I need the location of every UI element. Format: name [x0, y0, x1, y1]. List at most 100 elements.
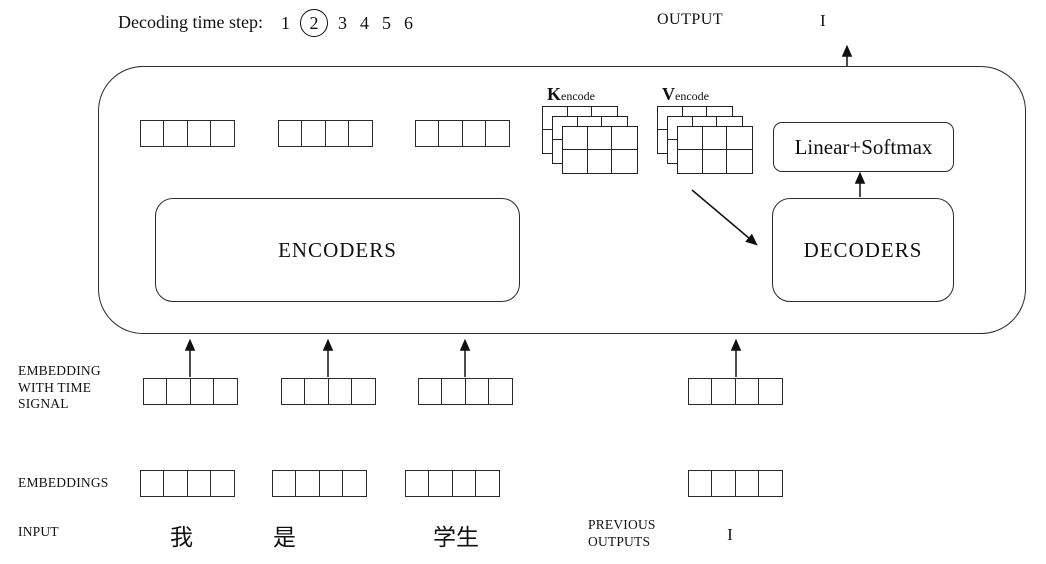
- v-encode-label: Vencode: [662, 84, 709, 105]
- time-signal-vector-4: [688, 378, 784, 405]
- vector-cell: [272, 470, 297, 497]
- previous-outputs-line-1: PREVIOUS: [588, 517, 656, 532]
- embedding-vector-2: [272, 470, 368, 497]
- vector-cell: [324, 120, 350, 147]
- encoder-output-vector-2: [278, 120, 374, 147]
- vector-cell: [438, 120, 464, 147]
- vector-cell: [451, 470, 477, 497]
- vector-cell: [140, 120, 165, 147]
- vector-cell: [163, 120, 189, 147]
- vector-cell: [186, 470, 212, 497]
- vector-cell: [210, 470, 236, 497]
- vector-cell: [485, 120, 511, 147]
- vector-cell: [758, 378, 784, 405]
- encoders-label: ENCODERS: [278, 237, 397, 262]
- matrix-cell: [563, 150, 588, 173]
- matrix-cell: [678, 127, 703, 150]
- step-1: 1: [281, 13, 290, 33]
- vector-cell: [210, 120, 236, 147]
- encoder-output-vector-1: [140, 120, 236, 147]
- vector-cell: [295, 470, 321, 497]
- v-letter: V: [662, 84, 675, 104]
- matrix-cell: [612, 150, 637, 173]
- time-signal-vector-1: [143, 378, 239, 405]
- matrix-cell: [612, 127, 637, 150]
- vector-cell: [163, 470, 189, 497]
- vector-cell: [166, 378, 192, 405]
- linear-softmax-label: Linear+Softmax: [794, 134, 933, 159]
- vector-cell: [301, 120, 327, 147]
- time-signal-vector-3: [418, 378, 514, 405]
- input-token-3: 学生: [433, 525, 479, 550]
- vector-cell: [734, 378, 760, 405]
- step-5: 5: [382, 13, 391, 33]
- vector-cell: [327, 378, 353, 405]
- matrix-layer: [677, 126, 753, 174]
- v-encode-matrix-stack: [657, 106, 755, 176]
- vector-cell: [415, 120, 440, 147]
- decoding-time-step-label: Decoding time step:: [118, 12, 263, 32]
- vector-cell: [281, 378, 306, 405]
- k-encode-matrix-stack: [542, 106, 640, 176]
- vector-cell: [758, 470, 784, 497]
- vector-cell: [278, 120, 303, 147]
- vector-cell: [304, 378, 330, 405]
- vector-cell: [143, 378, 168, 405]
- vector-cell: [351, 378, 377, 405]
- encoder-output-vector-3: [415, 120, 511, 147]
- vector-cell: [711, 378, 737, 405]
- vector-cell: [688, 470, 713, 497]
- vector-cell: [441, 378, 467, 405]
- matrix-cell: [563, 127, 588, 150]
- matrix-cell: [587, 127, 613, 150]
- matrix-cell: [588, 150, 613, 173]
- step-6: 6: [404, 13, 413, 33]
- vector-cell: [464, 378, 490, 405]
- decoders-label: DECODERS: [803, 237, 923, 262]
- vector-cell: [428, 470, 454, 497]
- vector-cell: [475, 470, 501, 497]
- embedding-vector-1: [140, 470, 236, 497]
- step-4: 4: [360, 13, 369, 33]
- vector-cell: [213, 378, 239, 405]
- vector-cell: [461, 120, 487, 147]
- input-token-1: 我: [170, 525, 193, 550]
- vector-cell: [688, 378, 713, 405]
- vector-cell: [711, 470, 737, 497]
- input-token-2: 是: [273, 525, 296, 550]
- vector-cell: [488, 378, 514, 405]
- matrix-layer: [562, 126, 638, 174]
- decoders-box: DECODERS: [772, 198, 954, 302]
- embedding-time-line-2: WITH TIME: [18, 379, 92, 395]
- k-letter: K: [547, 84, 562, 104]
- vector-cell: [140, 470, 165, 497]
- k-encode-label: Kencode: [547, 84, 595, 105]
- k-subscript: encode: [561, 89, 595, 103]
- matrix-cell: [727, 127, 752, 150]
- previous-outputs-label: PREVIOUS OUTPUTS: [588, 517, 656, 550]
- vector-cell: [734, 470, 760, 497]
- embedding-with-time-signal-label: EMBEDDING WITH TIME SIGNAL: [18, 363, 101, 413]
- time-signal-vector-2: [281, 378, 377, 405]
- matrix-cell: [727, 150, 752, 173]
- vector-cell: [405, 470, 430, 497]
- matrix-cell: [703, 150, 728, 173]
- vector-cell: [418, 378, 443, 405]
- v-subscript: encode: [675, 89, 709, 103]
- embedding-time-line-3: SIGNAL: [18, 396, 69, 411]
- previous-output-token: I: [727, 525, 733, 544]
- embedding-time-line-1: EMBEDDING: [18, 363, 101, 378]
- linear-softmax-box: Linear+Softmax: [773, 122, 954, 172]
- matrix-cell: [702, 127, 728, 150]
- input-label: INPUT: [18, 524, 59, 539]
- step-2-circled: 2: [300, 9, 328, 37]
- output-value: I: [820, 11, 826, 30]
- vector-cell: [342, 470, 368, 497]
- output-label: OUTPUT: [657, 11, 724, 28]
- encoders-box: ENCODERS: [155, 198, 520, 302]
- vector-cell: [348, 120, 374, 147]
- embeddings-label: EMBEDDINGS: [18, 475, 109, 490]
- previous-outputs-line-2: OUTPUTS: [588, 533, 651, 549]
- embedding-vector-3: [405, 470, 501, 497]
